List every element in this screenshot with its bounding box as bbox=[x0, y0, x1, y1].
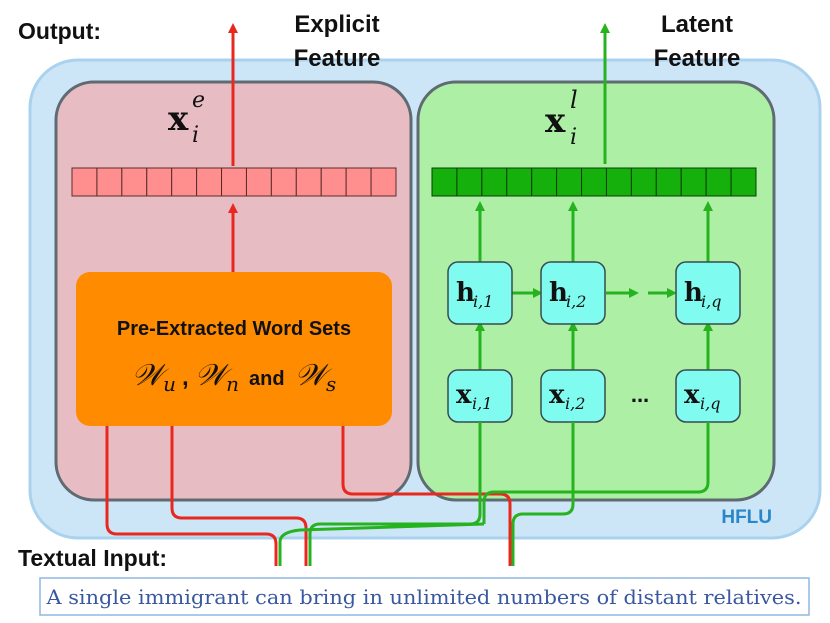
pre-extracted-word-sets-box bbox=[76, 272, 392, 426]
explicit-vector-cell bbox=[96, 167, 123, 197]
explicit-vector-cell bbox=[295, 167, 322, 197]
svg-text:h: h bbox=[684, 278, 703, 308]
latent-vector-cell bbox=[705, 167, 732, 197]
explicit-vector-cell bbox=[320, 167, 347, 197]
input-node-x2: x i,2 bbox=[540, 369, 606, 423]
latent-vector-cell bbox=[655, 167, 682, 197]
svg-text:h: h bbox=[456, 278, 475, 308]
latent-vector-subscript: i bbox=[570, 125, 577, 150]
hidden-node-h1: h i,1 bbox=[447, 261, 513, 325]
nodes-ellipsis: ... bbox=[631, 382, 649, 407]
explicit-feature-label-line1: Explicit bbox=[294, 11, 379, 38]
svg-text:x: x bbox=[456, 380, 472, 410]
explicit-feature-label-line2: Feature bbox=[294, 45, 381, 72]
svg-text:x: x bbox=[684, 380, 700, 410]
svg-text:i,q: i,q bbox=[701, 292, 721, 311]
hflu-label: HFLU bbox=[721, 507, 772, 528]
latent-vector-superscript: l bbox=[570, 86, 578, 114]
explicit-vector-cell bbox=[221, 167, 247, 197]
explicit-vector-cell bbox=[345, 167, 372, 197]
latent-vector-cell bbox=[506, 167, 533, 197]
latent-vector-cell bbox=[431, 167, 458, 197]
explicit-vector-superscript: e bbox=[192, 88, 205, 113]
explicit-vector-cell bbox=[245, 167, 272, 197]
latent-vector-cell bbox=[630, 167, 657, 197]
latent-vector-cell bbox=[605, 167, 632, 197]
explicit-vector-cell bbox=[196, 167, 223, 197]
explicit-vector-cell bbox=[270, 167, 297, 197]
explicit-vector-cell bbox=[370, 167, 397, 197]
latent-vector-symbol: x bbox=[545, 101, 566, 141]
explicit-vector-cell bbox=[71, 167, 98, 197]
latent-vector-cell bbox=[531, 167, 558, 197]
input-node-xq: x i,q bbox=[675, 369, 741, 423]
explicit-vector-cell bbox=[146, 167, 173, 197]
textual-input-routes-red bbox=[105, 426, 512, 566]
explicit-vector-symbol: x bbox=[168, 99, 189, 139]
explicit-feature-vector bbox=[71, 167, 397, 197]
svg-text:i,2: i,2 bbox=[566, 292, 586, 311]
latent-vector-cell bbox=[680, 167, 707, 197]
svg-text:i,2: i,2 bbox=[565, 394, 585, 413]
latent-feature-label-line2: Feature bbox=[654, 45, 741, 72]
input-sentence-box bbox=[39, 577, 810, 616]
latent-vector-cell bbox=[730, 167, 757, 197]
latent-vector-cell bbox=[556, 167, 583, 197]
latent-feature-label-line1: Latent bbox=[661, 11, 733, 38]
explicit-vector-cell bbox=[121, 167, 148, 197]
latent-vector-cell bbox=[481, 167, 508, 197]
output-label: Output: bbox=[18, 18, 101, 44]
explicit-vector-cell bbox=[171, 167, 198, 197]
hidden-node-hq: h i,q bbox=[675, 261, 741, 325]
svg-text:i,1: i,1 bbox=[472, 394, 492, 413]
latent-vector-cell bbox=[581, 167, 607, 197]
input-node-x1: x i,1 bbox=[447, 369, 513, 423]
explicit-vector-subscript: i bbox=[192, 123, 199, 148]
hidden-node-h2: h i,2 bbox=[540, 261, 606, 325]
latent-vector-cell bbox=[456, 167, 483, 197]
svg-text:i,q: i,q bbox=[700, 394, 720, 413]
word-sets-title: Pre-Extracted Word Sets bbox=[117, 318, 351, 340]
svg-text:x: x bbox=[549, 380, 565, 410]
textual-input-label: Textual Input: bbox=[18, 545, 167, 571]
input-sentence: A single immigrant can bring in unlimite… bbox=[45, 585, 801, 609]
latent-feature-vector bbox=[431, 167, 757, 197]
textual-input-routes-green bbox=[278, 422, 710, 566]
svg-text:h: h bbox=[549, 278, 568, 308]
svg-text:i,1: i,1 bbox=[473, 292, 493, 311]
